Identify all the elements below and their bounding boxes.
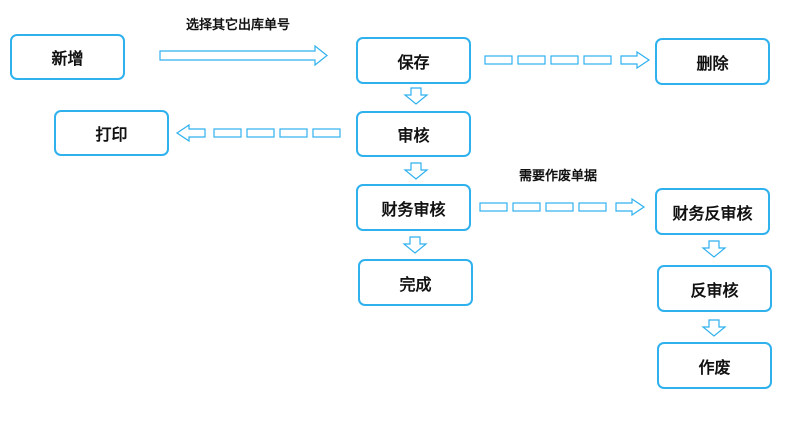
arrow-finance-audit-to-finance-reverse [479, 197, 646, 217]
arrow-finance-reverse-to-reverse [701, 240, 727, 258]
node-void: 作废 [657, 342, 772, 389]
node-finance-audit: 财务审核 [356, 184, 471, 231]
arrow-finance-audit-to-complete [402, 236, 428, 254]
arrow-save-to-delete [484, 50, 651, 70]
arrow-reverse-to-void [701, 319, 727, 337]
node-delete: 删除 [655, 38, 770, 85]
node-finance-reverse-audit: 财务反审核 [655, 188, 770, 235]
arrow-audit-to-print [175, 123, 341, 143]
node-print: 打印 [54, 110, 169, 156]
arrow-new-to-save [159, 44, 328, 67]
edge-label-select-other-outbound: 选择其它出库单号 [186, 18, 291, 33]
node-new: 新增 [10, 34, 125, 80]
edge-label-need-void-doc: 需要作废单据 [519, 169, 598, 184]
node-audit: 审核 [356, 111, 471, 157]
node-save: 保存 [356, 37, 471, 84]
arrow-save-to-audit [403, 87, 429, 105]
node-reverse-audit: 反审核 [657, 265, 772, 312]
arrow-audit-to-finance-audit [403, 162, 429, 180]
node-complete: 完成 [358, 259, 473, 306]
